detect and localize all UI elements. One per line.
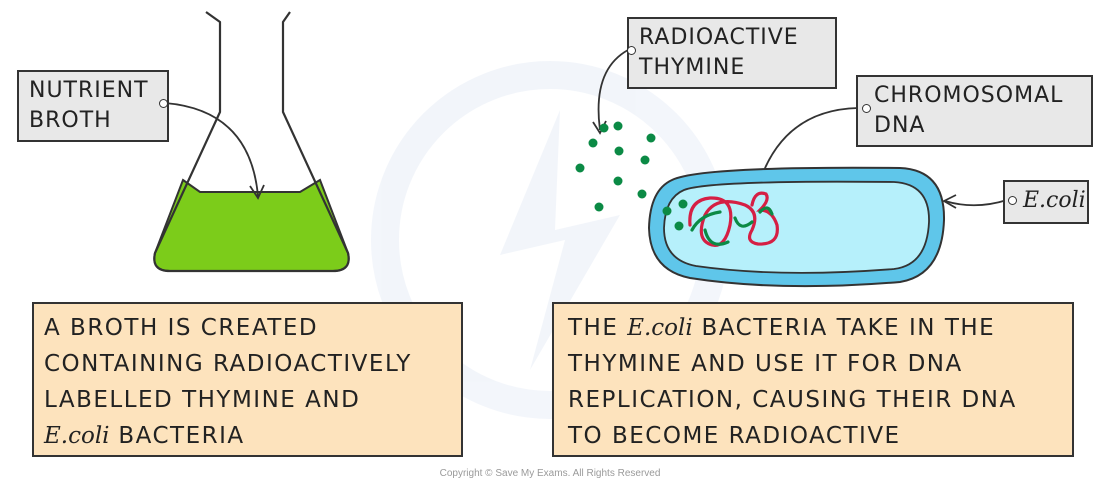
- caption-line: REPLICATION, CAUSING THEIR DNA: [568, 387, 1017, 413]
- caption-text: BACTERIA: [109, 423, 245, 449]
- ecoli-name: E.coli: [1023, 188, 1086, 213]
- caption-text: THE: [568, 315, 628, 341]
- label-line: BROTH: [29, 108, 112, 133]
- ecoli-name: E.coli: [44, 423, 110, 449]
- dna-inside-dots: [662, 199, 688, 231]
- left-caption: A BROTH IS CREATED CONTAINING RADIOACTIV…: [32, 302, 463, 457]
- caption-line: TO BECOME RADIOACTIVE: [568, 423, 901, 449]
- tag-hole: [159, 99, 168, 108]
- caption-line: A BROTH IS CREATED: [44, 315, 319, 341]
- label-line: DNA: [874, 113, 926, 138]
- radioactive-thymine-dots: [575, 121, 656, 212]
- ecoli-cell: [647, 166, 946, 288]
- nutrient-broth-arrow: [164, 102, 259, 197]
- chromosomal-dna-radioactive: [690, 206, 774, 246]
- ecoli-arrow: [944, 199, 1008, 207]
- right-caption: THE E.coli BACTERIA TAKE IN THE THYMINE …: [552, 302, 1074, 457]
- caption-line: E.coli BACTERIA: [44, 418, 451, 454]
- nutrient-broth-label: NUTRIENT BROTH: [17, 70, 169, 142]
- caption-text: BACTERIA TAKE IN THE: [692, 315, 996, 341]
- cytoplasm: [663, 180, 930, 274]
- label-line: THYMINE: [639, 55, 746, 80]
- tag-hole: [1008, 196, 1017, 205]
- ecoli-name: E.coli: [627, 315, 693, 341]
- label-line: CHROMOSOMAL: [874, 83, 1064, 108]
- thymine-arrow: [597, 49, 629, 131]
- label-line: NUTRIENT: [29, 78, 149, 103]
- caption-line: CONTAINING RADIOACTIVELY: [44, 351, 412, 377]
- caption-line: LABELLED THYMINE AND: [44, 387, 361, 413]
- label-line: RADIOACTIVE: [639, 25, 799, 50]
- caption-line: THE E.coli BACTERIA TAKE IN THE: [568, 310, 1062, 346]
- flask-outline: [153, 11, 350, 273]
- chromosomal-dna-label: CHROMOSOMAL DNA: [856, 75, 1093, 147]
- tag-hole: [862, 104, 871, 113]
- ecoli-label: E.coli: [1003, 180, 1089, 224]
- conical-flask: [153, 11, 350, 273]
- radioactive-thymine-label: RADIOACTIVE THYMINE: [627, 17, 837, 89]
- copyright-notice: Copyright © Save My Exams. All Rights Re…: [439, 468, 661, 479]
- tag-hole: [627, 46, 636, 55]
- caption-line: THYMINE AND USE IT FOR DNA: [568, 351, 963, 377]
